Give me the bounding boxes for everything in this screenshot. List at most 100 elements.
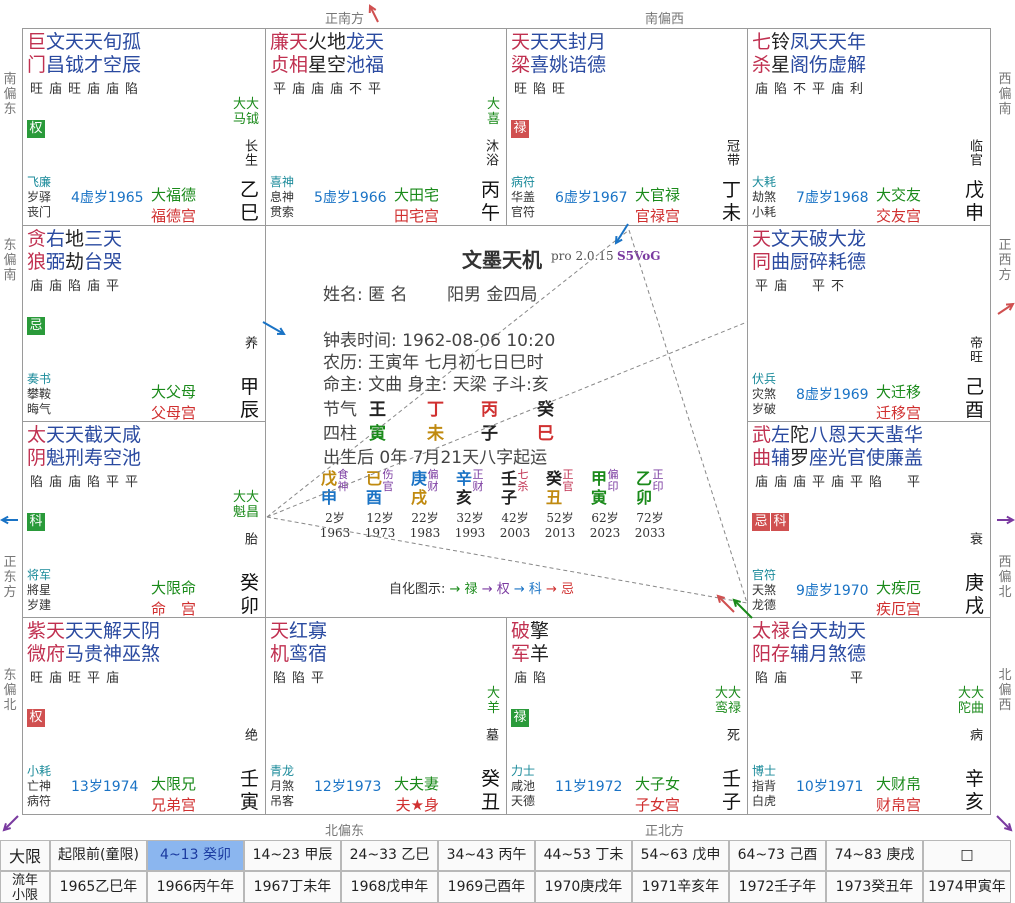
ganzhi-char: 甲: [239, 376, 259, 398]
daxian-tab[interactable]: 34~43 丙午: [438, 840, 535, 871]
liunian-tab[interactable]: 1970庚戌年: [535, 871, 632, 903]
liunian-tab[interactable]: 1973癸丑年: [826, 871, 923, 903]
star-char: 天: [511, 31, 531, 53]
daxian-tab[interactable]: 64~73 己酉: [729, 840, 826, 871]
spirit-list: 病符华盖官符: [511, 175, 535, 220]
spirit-list: 飞廉岁驿丧门: [27, 175, 51, 220]
liunian-tab[interactable]: 1974甲寅年: [923, 871, 1011, 903]
spirit-name: 天德: [511, 794, 536, 808]
palace-ganzhi: 丁未: [722, 179, 741, 225]
dayun-ganzhi: 癸丑正官: [540, 469, 580, 508]
brightness-char: 庙: [773, 279, 787, 294]
star-row-bottom: 阳存辅月煞德: [752, 643, 866, 666]
star-row-top: 破擎: [511, 620, 549, 643]
palace-name-main: 子女宫: [635, 796, 681, 814]
star-char: 辰: [122, 54, 142, 76]
star-char: 狼: [27, 251, 47, 273]
dayun-ganzhi: 已酉伤官: [360, 469, 400, 508]
brightness-char: 庙: [310, 82, 324, 97]
liunian-tab[interactable]: 1971辛亥年: [632, 871, 729, 903]
brightness-char: 陷: [67, 279, 81, 294]
star-char: 空: [327, 54, 347, 76]
age-range: 11岁1972: [555, 779, 623, 795]
daxian-tab[interactable]: 54~63 戊申: [632, 840, 729, 871]
star-block: 破擎军羊庙陷: [511, 620, 549, 686]
daxian-tab[interactable]: 4~13 癸卯: [147, 840, 244, 871]
palace-chen[interactable]: 贪右地三天狼弼劫台哭庙庙陷庙平忌养奏书攀鞍晦气大父母父母宫甲辰: [22, 225, 266, 422]
shishen-char: 正: [472, 468, 484, 481]
palace-name: 大疾厄疾厄宫: [876, 578, 921, 620]
daxian-tab[interactable]: 44~53 丁未: [535, 840, 632, 871]
minor-star: 大大: [232, 490, 259, 505]
star-char: 才: [84, 54, 104, 76]
star-char: 台: [790, 620, 810, 642]
liunian-tab[interactable]: 1972壬子年: [729, 871, 826, 903]
palace-mao[interactable]: 太天天截天咸阴魁刑寿空池陷庙庙陷平平科大大魁昌胎将军將星岁建大限命命 宫癸卯: [22, 421, 266, 618]
liunian-tab[interactable]: 1969己酉年: [438, 871, 535, 903]
star-char: 天: [122, 620, 142, 642]
zihua-arrow-icon: [996, 815, 1012, 831]
direction-left: 正东方: [3, 555, 17, 600]
spirit-name: 劫煞: [752, 190, 777, 204]
spirit-name: 青龙: [270, 764, 295, 778]
sihua-badge: 忌: [752, 513, 770, 531]
liunian-tab[interactable]: 1968戊申年: [341, 871, 438, 903]
spirit-name: 力士: [511, 764, 536, 778]
star-char: 空: [103, 54, 123, 76]
daxian-tab[interactable]: 24~33 乙巳: [341, 840, 438, 871]
shishen-char: 七: [517, 468, 529, 481]
star-row-bottom: 军羊: [511, 643, 549, 666]
star-char: 截: [84, 424, 104, 446]
direction-left: 东偏北: [3, 668, 17, 713]
star-char: 辅: [771, 447, 791, 469]
brightness-row: 陷陷平: [270, 667, 327, 686]
age-range: 13岁1974: [71, 779, 139, 795]
sihua-badges: 权: [27, 117, 46, 138]
star-char: 地: [65, 228, 85, 250]
ganzhi-char: 丁: [721, 179, 741, 201]
zihua-arrow-icon: [733, 599, 753, 619]
spirit-name: 岁驿: [27, 190, 52, 204]
daxian-tab[interactable]: 起限前(童限): [50, 840, 147, 871]
star-char: 德: [847, 643, 867, 665]
daxian-tab[interactable]: □: [923, 840, 1011, 871]
star-char: 煞: [141, 643, 161, 665]
brightness-char: 平: [310, 671, 324, 686]
minor-star: 大大: [232, 97, 259, 112]
liunian-tab[interactable]: 1965乙巳年: [50, 871, 147, 903]
daxian-tab[interactable]: 14~23 甲辰: [244, 840, 341, 871]
brightness-char: 庙: [754, 82, 768, 97]
dayun-age: 42岁: [501, 511, 529, 525]
star-char: 光: [828, 447, 848, 469]
dayun-pair: 壬子: [501, 469, 517, 507]
star-char: 三: [84, 228, 104, 250]
ganzhi-char: 戌: [964, 595, 984, 617]
brightness-char: 陷: [754, 671, 768, 686]
star-char: 天: [65, 620, 85, 642]
dayun-branch: 卯: [635, 488, 652, 507]
liunian-tab[interactable]: 1966丙午年: [147, 871, 244, 903]
brightness-char: 平: [105, 279, 119, 294]
liunian-tab[interactable]: 1967丁未年: [244, 871, 341, 903]
palace-name-main: 田宅宫: [394, 207, 440, 225]
star-char: 厨: [790, 251, 810, 273]
star-char: 八: [809, 424, 829, 446]
star-char: 姚: [549, 54, 569, 76]
daxian-tab[interactable]: 74~83 庚戌: [826, 840, 923, 871]
star-char: 天: [289, 31, 309, 53]
spirit-name: 将军: [27, 568, 52, 582]
star-char: 廉: [270, 31, 290, 53]
star-char: 弼: [46, 251, 66, 273]
palace-name-daxian: 大限兄: [151, 775, 197, 793]
zihua-arrow-icon-head: [716, 594, 725, 603]
